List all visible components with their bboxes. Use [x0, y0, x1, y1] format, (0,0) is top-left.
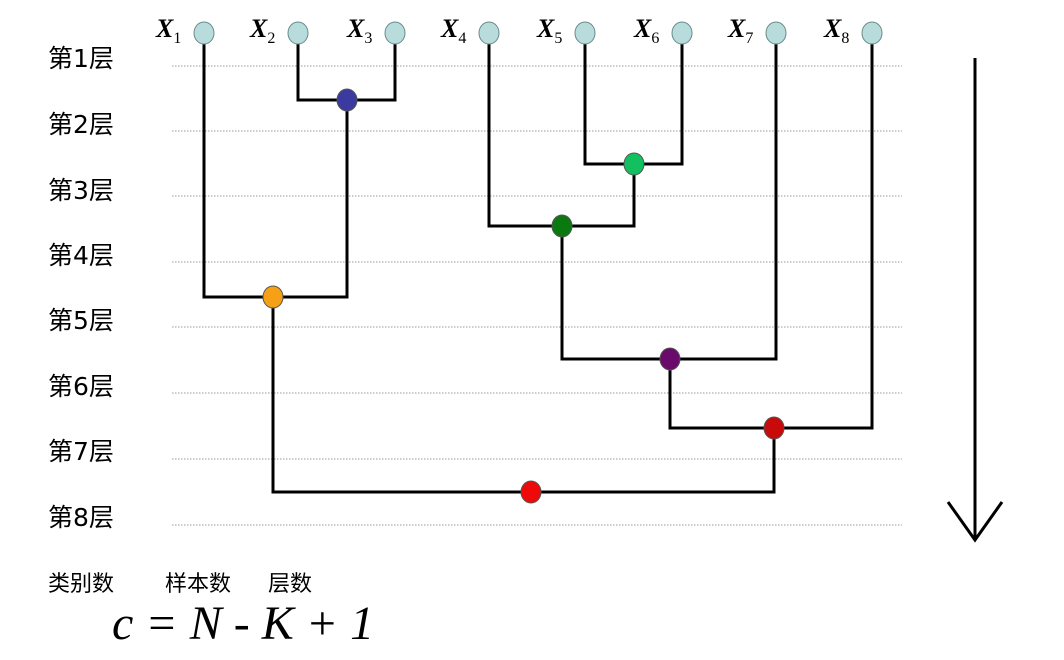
sample-label-x6: X6	[634, 16, 659, 47]
sample-label-x4: X4	[441, 16, 466, 47]
dendrogram-nodes	[193, 21, 883, 504]
leaf-node-x2	[287, 21, 309, 45]
leaf-node-x5	[574, 21, 596, 45]
sample-symbol: X	[441, 14, 459, 43]
layer-label-5: 第5层	[48, 306, 114, 335]
sample-subscript: 6	[651, 30, 660, 48]
sample-symbol: X	[824, 14, 842, 43]
sample-label-x7: X7	[728, 16, 753, 47]
layer-label-8: 第8层	[48, 503, 114, 532]
sample-subscript: 1	[173, 30, 182, 48]
merge-node-layer-4	[551, 214, 573, 238]
layer-label-7: 第7层	[48, 437, 114, 466]
leaf-node-x1	[193, 21, 215, 45]
sample-subscript: 8	[841, 30, 850, 48]
sample-symbol: X	[250, 14, 268, 43]
sample-subscript: 4	[458, 30, 467, 48]
layer-label-2: 第2层	[48, 110, 114, 139]
leaf-node-x3	[384, 21, 406, 45]
merge-node-layer-7	[763, 416, 785, 440]
layer-label-3: 第3层	[48, 176, 114, 205]
leaf-node-x7	[765, 21, 787, 45]
sample-symbol: X	[634, 14, 652, 43]
sample-label-x8: X8	[824, 16, 849, 47]
layer-label-6: 第6层	[48, 372, 114, 401]
merge-node-layer-8	[520, 480, 542, 504]
layer-label-1: 第1层	[48, 44, 114, 73]
leaf-node-x4	[478, 21, 500, 45]
layer-label-4: 第4层	[48, 241, 114, 270]
sample-subscript: 2	[267, 30, 276, 48]
sample-label-x2: X2	[250, 16, 275, 47]
caption-layers: 层数	[268, 572, 313, 597]
caption-samples: 样本数	[165, 572, 232, 597]
formula: c = N - K + 1	[112, 597, 375, 650]
sample-label-x1: X1	[156, 16, 181, 47]
merge-node-layer-2	[336, 88, 358, 112]
sample-subscript: 5	[554, 30, 563, 48]
sample-label-x5: X5	[537, 16, 562, 47]
leaf-node-x6	[671, 21, 693, 45]
sample-symbol: X	[156, 14, 174, 43]
sample-symbol: X	[728, 14, 746, 43]
merge-node-layer-3	[623, 152, 645, 176]
down-arrow-icon	[946, 58, 1004, 543]
leaf-node-x8	[861, 21, 883, 45]
sample-symbol: X	[347, 14, 365, 43]
sample-subscript: 7	[745, 30, 754, 48]
merge-node-layer-5	[262, 285, 284, 309]
sample-label-x3: X3	[347, 16, 372, 47]
sample-subscript: 3	[364, 30, 373, 48]
caption-classes: 类别数	[48, 572, 115, 597]
merge-node-layer-6	[659, 347, 681, 371]
sample-symbol: X	[537, 14, 555, 43]
